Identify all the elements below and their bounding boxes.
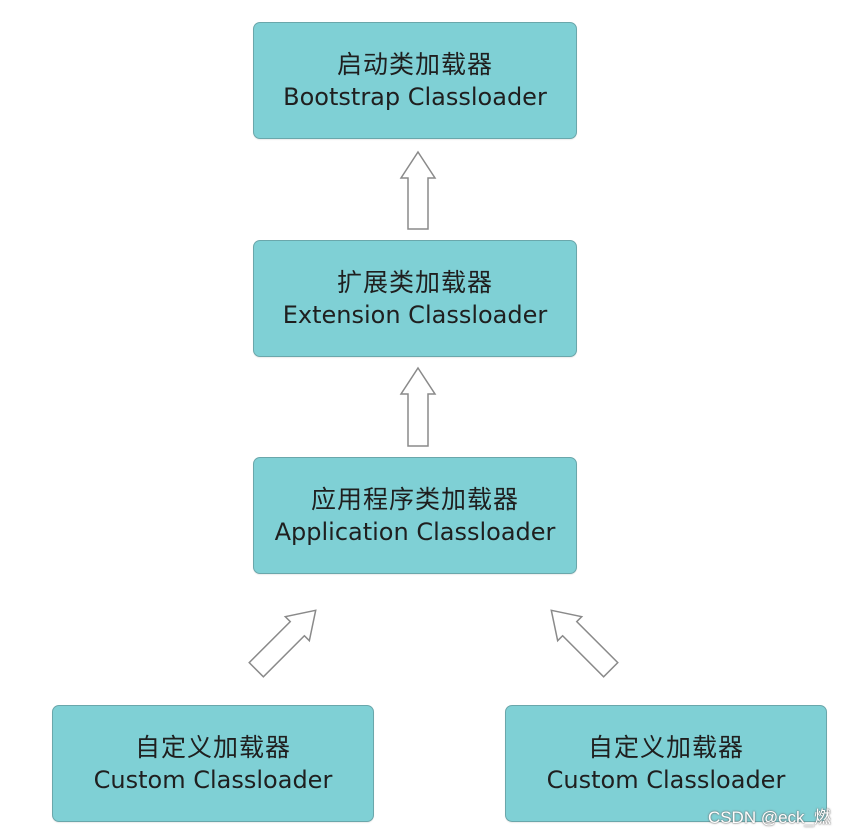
custom-right-en-label: Custom Classloader — [546, 765, 786, 794]
extension-classloader-node: 扩展类加载器 Extension Classloader — [253, 240, 577, 357]
application-classloader-node: 应用程序类加载器 Application Classloader — [253, 457, 577, 574]
arrow-custom-right-to-application — [550, 609, 619, 678]
application-zh-label: 应用程序类加载器 — [310, 484, 519, 514]
custom-right-zh-label: 自定义加载器 — [587, 732, 744, 762]
custom-left-en-label: Custom Classloader — [93, 765, 333, 794]
application-en-label: Application Classloader — [274, 517, 556, 546]
arrow-extension-to-bootstrap — [399, 150, 437, 230]
custom-classloader-node-right: 自定义加载器 Custom Classloader — [505, 705, 827, 822]
extension-zh-label: 扩展类加载器 — [336, 267, 493, 297]
arrow-application-to-extension — [399, 366, 437, 447]
csdn-watermark: CSDN @eck_燃 — [707, 808, 831, 827]
arrow-custom-left-to-application — [248, 609, 317, 678]
custom-left-zh-label: 自定义加载器 — [134, 732, 291, 762]
bootstrap-zh-label: 启动类加载器 — [336, 49, 493, 79]
extension-en-label: Extension Classloader — [282, 300, 548, 329]
bootstrap-en-label: Bootstrap Classloader — [283, 82, 547, 111]
bootstrap-classloader-node: 启动类加载器 Bootstrap Classloader — [253, 22, 577, 139]
custom-classloader-node-left: 自定义加载器 Custom Classloader — [52, 705, 374, 822]
